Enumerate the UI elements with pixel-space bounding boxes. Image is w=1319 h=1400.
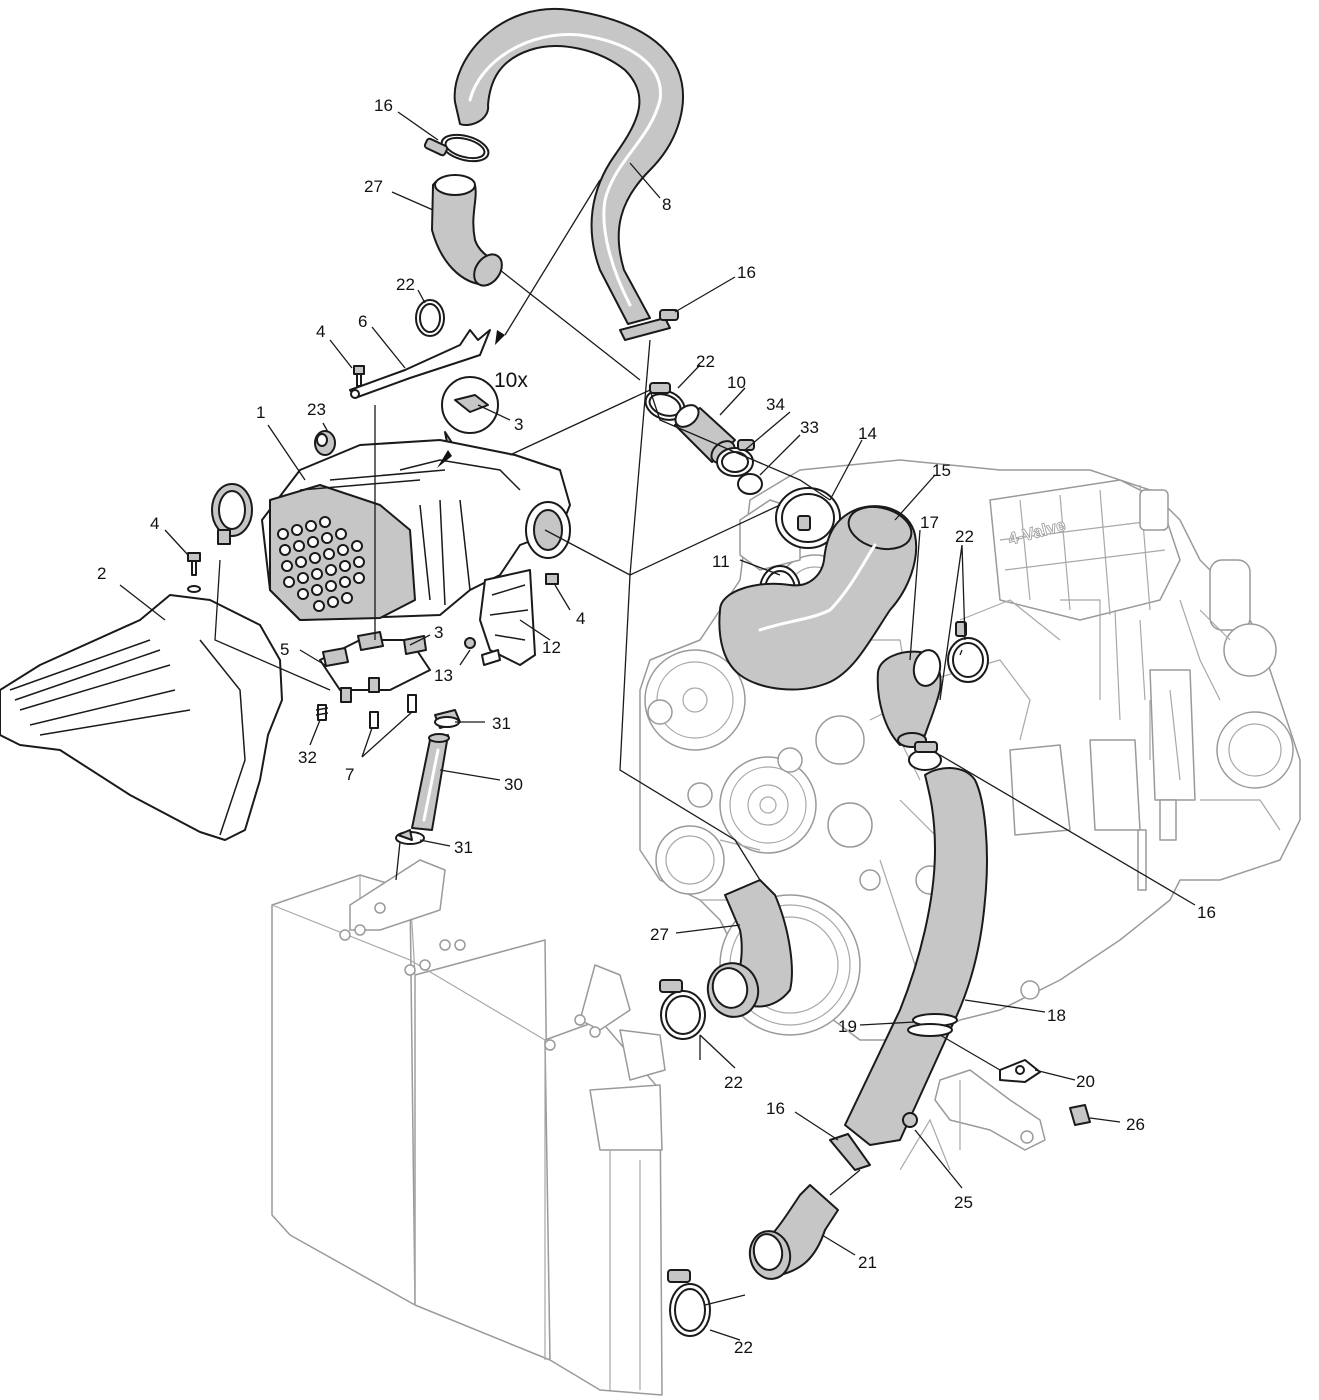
callout-6: 6 — [358, 312, 367, 331]
part-30-small-hose — [411, 733, 450, 831]
part-33-o-ring — [737, 473, 763, 495]
callout-16: 16 — [1197, 903, 1216, 922]
callout-19: 19 — [838, 1017, 857, 1036]
arrow-heads — [437, 330, 505, 468]
part-4-bolt-a — [353, 365, 365, 387]
part-22-clamp-c — [947, 621, 989, 683]
callout-15: 15 — [932, 461, 951, 480]
callout-3: 3 — [514, 415, 523, 434]
filter-ring-clamp — [211, 483, 253, 545]
part-6-bracket — [349, 329, 491, 399]
part-22-clamp-d — [659, 979, 706, 1040]
callout-33: 33 — [800, 418, 819, 437]
callout-16: 16 — [766, 1099, 785, 1118]
callout-32: 32 — [298, 748, 317, 767]
callout-22: 22 — [724, 1073, 743, 1092]
part-16-clamp-mid — [619, 309, 679, 341]
part-22-clamp-a — [415, 299, 445, 337]
part-18-lower-hose — [844, 767, 988, 1146]
callout-1: 1 — [256, 403, 265, 422]
callout-20: 20 — [1076, 1072, 1095, 1091]
part-25-nut — [902, 1112, 918, 1128]
part-31-clamp-b — [395, 829, 425, 845]
callout-27: 27 — [364, 177, 383, 196]
callout-27: 27 — [650, 925, 669, 944]
leader-lines — [119, 111, 1196, 1341]
callout-23: 23 — [307, 400, 326, 419]
callout-10: 10 — [727, 373, 746, 392]
callout-13: 13 — [434, 666, 453, 685]
callout-31: 31 — [492, 714, 511, 733]
callout-4: 4 — [576, 609, 585, 628]
part-23-cap — [314, 430, 336, 456]
part-27-elbow-upper — [431, 174, 503, 287]
radiator-core — [271, 859, 666, 1396]
part-21-lower-elbow — [748, 1184, 839, 1280]
callout-22: 22 — [734, 1338, 753, 1357]
part-20-bracket — [999, 1059, 1041, 1083]
part-26-bolt — [1069, 1104, 1091, 1126]
part-22-clamp-e — [667, 1269, 711, 1337]
filter-grille — [277, 516, 365, 612]
part-17-elbow — [876, 649, 942, 748]
part-4-bolt-b — [545, 573, 559, 585]
callout-31: 31 — [454, 838, 473, 857]
part-31-clamp-a — [434, 709, 461, 729]
part-14-clamp-ring — [775, 487, 841, 549]
callout-18: 18 — [1047, 1006, 1066, 1025]
callout-10x: 10x — [494, 369, 528, 392]
part-16-clamp-lower — [829, 1133, 871, 1171]
callout-22: 22 — [696, 352, 715, 371]
part-16-clamp-top — [423, 133, 490, 163]
callout-17: 17 — [920, 513, 939, 532]
callout-11: 11 — [712, 552, 730, 571]
part-5-mount-plate — [319, 631, 431, 703]
part-27-elbow-lower — [706, 879, 793, 1018]
part-15-elbow-hose — [718, 505, 918, 691]
callout-34: 34 — [766, 395, 785, 414]
callout-labels: 16 27 8 16 22 6 4 10x 3 1 23 4 2 4 12 13… — [97, 96, 1216, 1357]
callout-16: 16 — [374, 96, 393, 115]
callout-21: 21 — [858, 1253, 877, 1272]
callout-22: 22 — [396, 275, 415, 294]
callout-5: 5 — [280, 640, 289, 659]
callout-16: 16 — [737, 263, 756, 282]
callout-8: 8 — [662, 195, 671, 214]
part-7-screws — [369, 694, 417, 729]
callout-12: 12 — [542, 638, 561, 657]
part-32-screw — [315, 704, 329, 721]
part-12-bracket — [479, 569, 536, 666]
callout-22: 22 — [955, 527, 974, 546]
callout-2: 2 — [97, 564, 106, 583]
callout-4: 4 — [316, 322, 325, 341]
part-4-bolt-c — [187, 552, 201, 576]
part-16-clamp-right — [908, 741, 942, 771]
part-8-upper-hose — [453, 7, 684, 325]
part-13-nut — [464, 637, 501, 666]
part-2-intake-duct — [0, 585, 283, 841]
callout-26: 26 — [1126, 1115, 1145, 1134]
callout-7: 7 — [345, 765, 354, 784]
callout-4: 4 — [150, 514, 159, 533]
callout-25: 25 — [954, 1193, 973, 1212]
callout-3: 3 — [434, 623, 443, 642]
callout-14: 14 — [858, 424, 877, 443]
callout-30: 30 — [504, 775, 523, 794]
